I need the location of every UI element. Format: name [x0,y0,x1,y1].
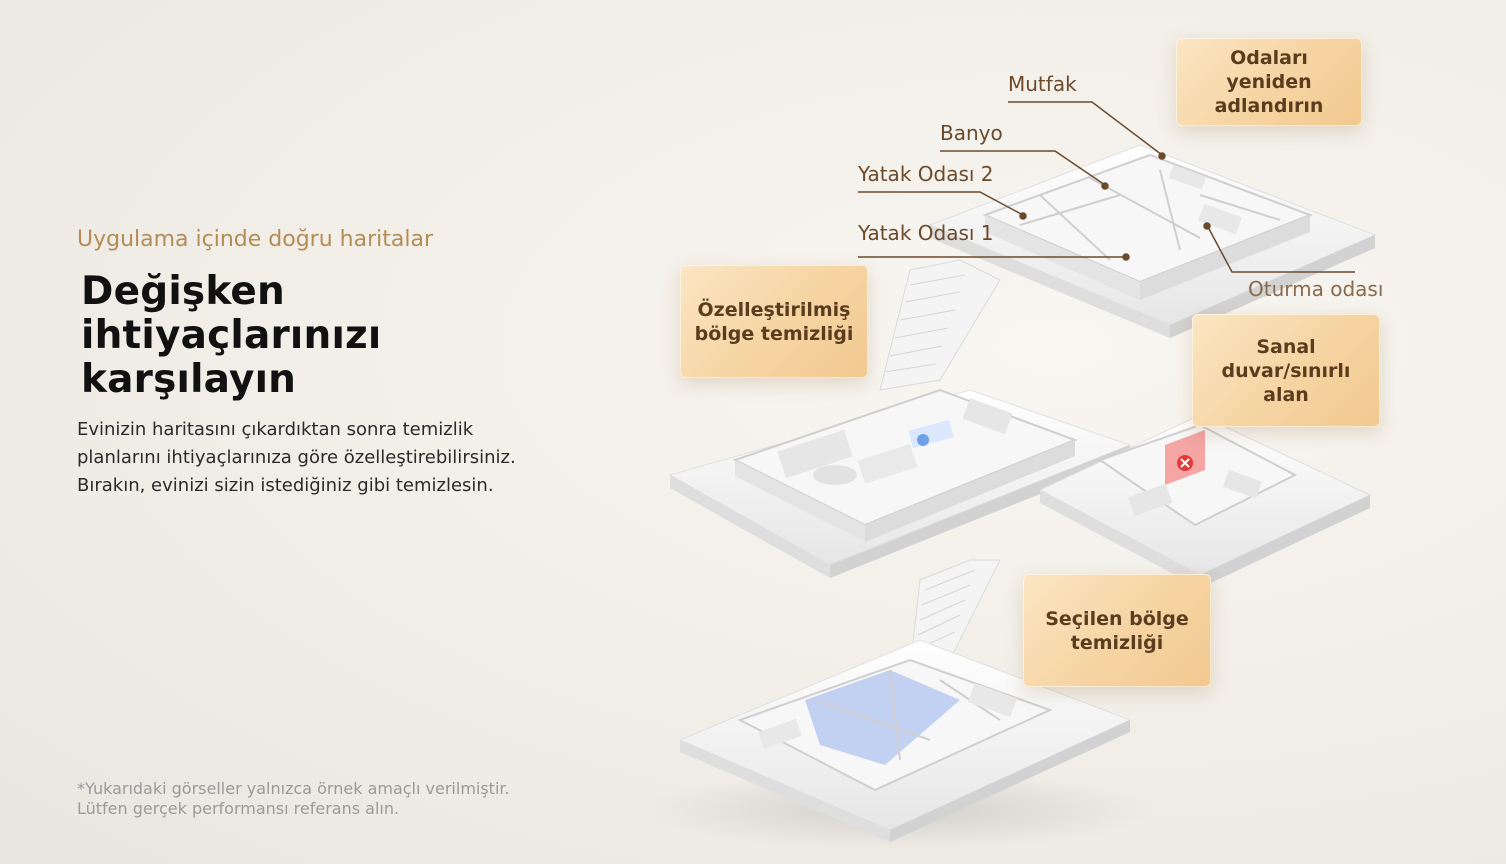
feature-card-custom-zone: Özelleştirilmiş bölge temizliği [680,265,868,378]
bottom-floor-level [678,639,1132,842]
page-title: Değişken ihtiyaçlarınızı karşılayın [81,270,597,402]
headline-line-1: Değişken ihtiyaçlarınızı [81,269,382,358]
disclaimer: *Yukarıdaki görseller yalnızca örnek ama… [77,779,510,819]
feature-card-virtual-wall: Sanal duvar/sınırlı alan [1192,314,1380,427]
room-label-bedroom-1: Yatak Odası 1 [858,221,994,245]
room-label-kitchen: Mutfak [1008,72,1077,96]
intro-section: Uygulama içinde doğru haritalar Değişken… [77,226,597,500]
top-floor-level [928,144,1377,338]
right-middle-level [1038,414,1372,588]
room-label-living-room: Oturma odası [1248,277,1384,301]
feature-custom-zone-text: Özelleştirilmiş bölge temizliği [694,298,854,345]
description-line-2: planlarını ihtiyaçlarınıza göre özelleşt… [77,447,516,468]
floor-map-illustration: Mutfak Banyo Yatak Odası 2 Yatak Odası 1… [640,20,1400,850]
disclaimer-line-2: Lütfen gerçek performansı referans alın. [77,799,400,818]
feature-virtual-wall-text: Sanal duvar/sınırlı alan [1221,335,1351,406]
stairs-upper-icon [879,259,1001,391]
selected-zone-area [805,670,960,765]
description: Evinizin haritasını çıkardıktan sonra te… [77,416,597,500]
eyebrow-text: Uygulama içinde doğru haritalar [77,227,433,252]
room-label-bathroom: Banyo [940,121,1003,145]
feature-card-rename-rooms: Odaları yeniden adlandırın [1176,38,1362,126]
middle-floor-level [668,388,1132,578]
house-levels-drawing [640,101,1377,850]
description-line-1: Evinizin haritasını çıkardıktan sonra te… [77,419,474,440]
room-label-bedroom-2: Yatak Odası 2 [858,162,994,186]
feature-selected-zone-text: Seçilen bölge temizliği [1045,607,1189,654]
feature-rename-text: Odaları yeniden adlandırın [1214,47,1324,117]
disclaimer-line-1: *Yukarıdaki görseller yalnızca örnek ama… [77,779,510,798]
label-leaders [858,101,1355,273]
headline-line-2: karşılayın [81,357,297,402]
feature-card-selected-zone: Seçilen bölge temizliği [1023,574,1211,687]
description-line-3: Bırakın, evinizi sizin istediğiniz gibi … [77,475,494,496]
